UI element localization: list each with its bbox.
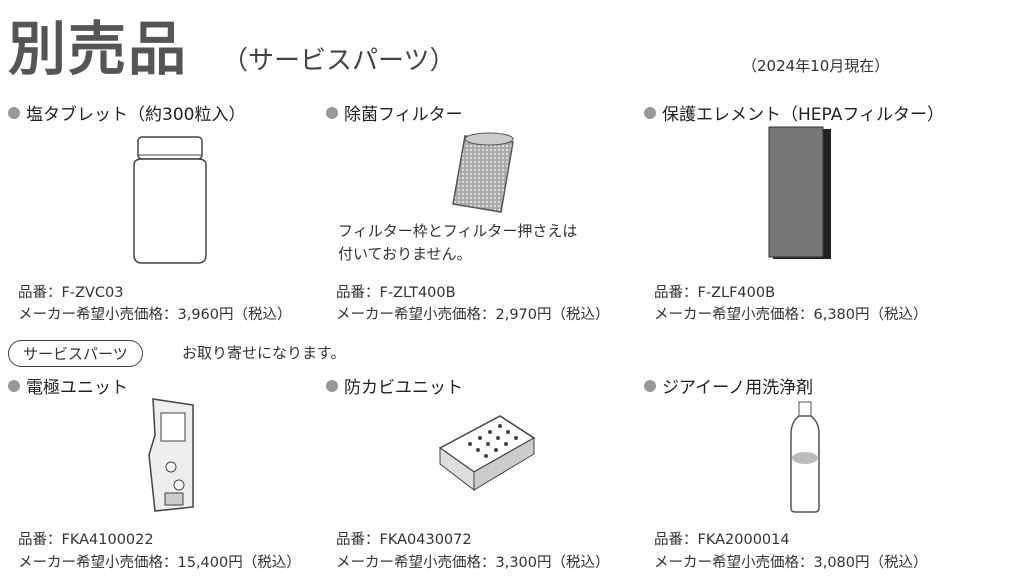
- bullet-icon: [8, 379, 20, 392]
- cleaning-agent-bottle-image: [790, 401, 820, 513]
- bullet-icon: [326, 379, 338, 392]
- product-heading: 塩タブレット（約300粒入）: [8, 100, 245, 125]
- product-price: メーカー希望小売価格：2,970円（税込）: [336, 307, 610, 323]
- service-parts-note: お取り寄せになります。: [182, 344, 346, 362]
- product-name: 電極ユニット: [26, 378, 128, 398]
- date-note: （2024年10月現在）: [742, 57, 890, 75]
- filter-note: 付いておりません。: [338, 245, 472, 263]
- bullet-icon: [644, 379, 656, 392]
- product-name: 除菌フィルター: [344, 105, 463, 125]
- bullet-icon: [326, 106, 338, 119]
- product-heading: 除菌フィルター: [326, 100, 463, 125]
- bullet-icon: [8, 106, 20, 119]
- product-heading: ジアイーノ用洗浄剤: [644, 373, 813, 398]
- hepa-filter-image: [768, 126, 831, 259]
- anti-mold-unit-image: [438, 415, 536, 492]
- salt-tablet-bottle-image: [133, 136, 207, 264]
- product-heading: 保護エレメント（HEPAフィルター）: [644, 100, 944, 125]
- sterilization-filter-image: [452, 132, 514, 213]
- product-code: 品番：FKA0430072: [336, 532, 472, 548]
- service-parts-badge: サービスパーツ: [8, 340, 143, 367]
- product-name: 塩タブレット（約300粒入）: [26, 105, 246, 125]
- product-code: 品番：F-ZLF400B: [654, 285, 776, 301]
- product-code: 品番：FKA4100022: [18, 532, 154, 548]
- product-price: メーカー希望小売価格：3,080円（税込）: [654, 555, 928, 571]
- product-name: ジアイーノ用洗浄剤: [662, 378, 814, 398]
- product-code: 品番：F-ZLT400B: [336, 285, 456, 301]
- page-title: 別売品: [8, 15, 189, 83]
- product-price: メーカー希望小売価格：3,300円（税込）: [336, 555, 610, 571]
- product-heading: 電極ユニット: [8, 373, 128, 398]
- product-code: 品番：F-ZVC03: [18, 285, 124, 301]
- product-price: メーカー希望小売価格：6,380円（税込）: [654, 307, 928, 323]
- product-price: メーカー希望小売価格：3,960円（税込）: [18, 307, 292, 323]
- bullet-icon: [644, 106, 656, 119]
- filter-note: フィルター枠とフィルター押さえは: [338, 222, 578, 240]
- product-code: 品番：FKA2000014: [654, 532, 790, 548]
- product-name: 保護エレメント（HEPAフィルター）: [662, 105, 944, 125]
- page-subtitle: （サービスパーツ）: [222, 46, 456, 76]
- product-heading: 防カビユニット: [326, 373, 463, 398]
- product-name: 防カビユニット: [344, 378, 463, 398]
- product-price: メーカー希望小売価格：15,400円（税込）: [18, 555, 301, 571]
- electrode-unit-image: [148, 398, 194, 512]
